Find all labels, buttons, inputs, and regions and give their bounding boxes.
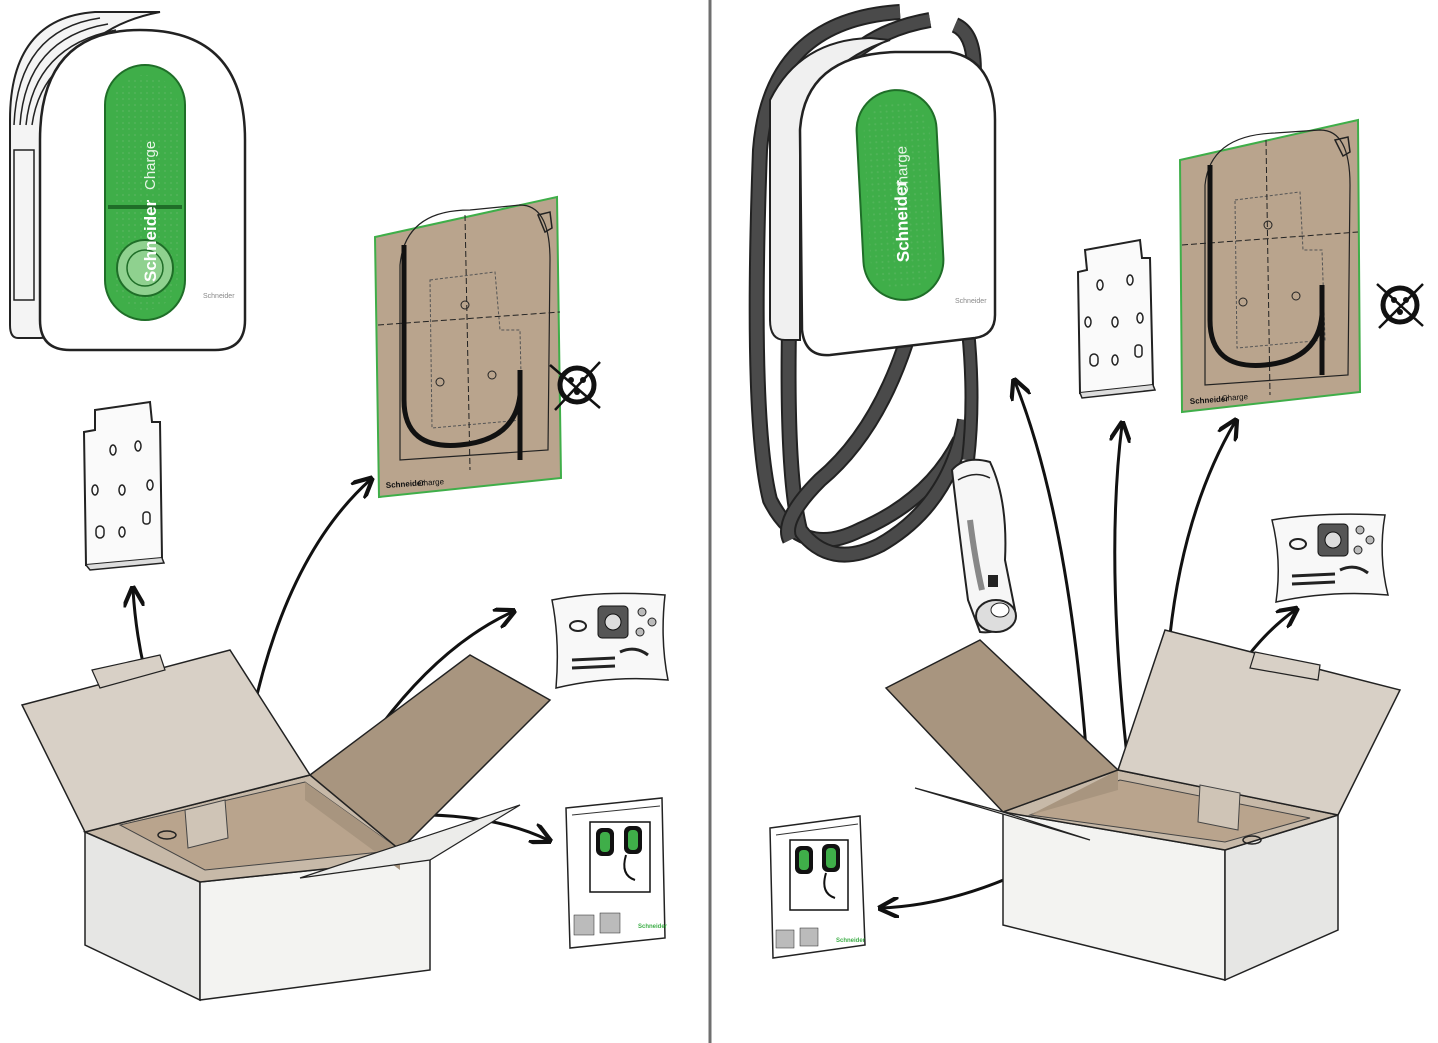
open-box-icon xyxy=(884,629,1402,982)
mounting-bracket-icon xyxy=(1076,238,1157,399)
wall-charger-icon: Schneider Charge Schneider xyxy=(769,36,997,357)
drilling-template-icon: Schneider Charge xyxy=(373,195,563,499)
user-guide-icon: Schneider xyxy=(769,815,866,959)
wall-charger-icon: Schneider Charge Schneider xyxy=(9,11,247,352)
accessory-kit-icon xyxy=(551,592,669,689)
charger-label: Charge xyxy=(142,141,159,190)
charger-brand: Schneider xyxy=(141,199,160,282)
mounting-bracket-icon xyxy=(82,400,166,571)
template-brand: Schneider xyxy=(386,478,425,490)
charger-logo: Schneider xyxy=(955,298,987,305)
connector-plug-icon xyxy=(950,458,1017,634)
unpack-arrow-icon xyxy=(1115,425,1128,766)
user-guide-icon: Schneider xyxy=(565,797,668,949)
template-brand: Schneider xyxy=(1190,394,1229,406)
charger-logo: Schneider xyxy=(203,293,235,300)
unpack-arrow-icon xyxy=(882,870,1023,908)
template-label: Charge xyxy=(1222,392,1249,403)
drilling-template-icon: Schneider Charge xyxy=(1178,118,1362,414)
no-drill-socket-icon xyxy=(1376,283,1424,329)
charger-brand: Schneider xyxy=(891,179,913,262)
template-label: Charge xyxy=(418,477,445,488)
accessory-kit-icon xyxy=(1271,513,1389,603)
guide-logo: Schneider xyxy=(836,938,866,944)
unpack-arrow-icon xyxy=(1015,382,1090,776)
open-box-icon xyxy=(20,649,552,1002)
right-panel: Schneider Charge Schneider xyxy=(748,4,1424,982)
guide-logo: Schneider xyxy=(638,924,668,930)
charger-label: Charge xyxy=(893,146,912,196)
no-drill-socket-icon xyxy=(549,361,601,411)
left-panel: Schneider Charge Schneider xyxy=(9,11,669,1002)
